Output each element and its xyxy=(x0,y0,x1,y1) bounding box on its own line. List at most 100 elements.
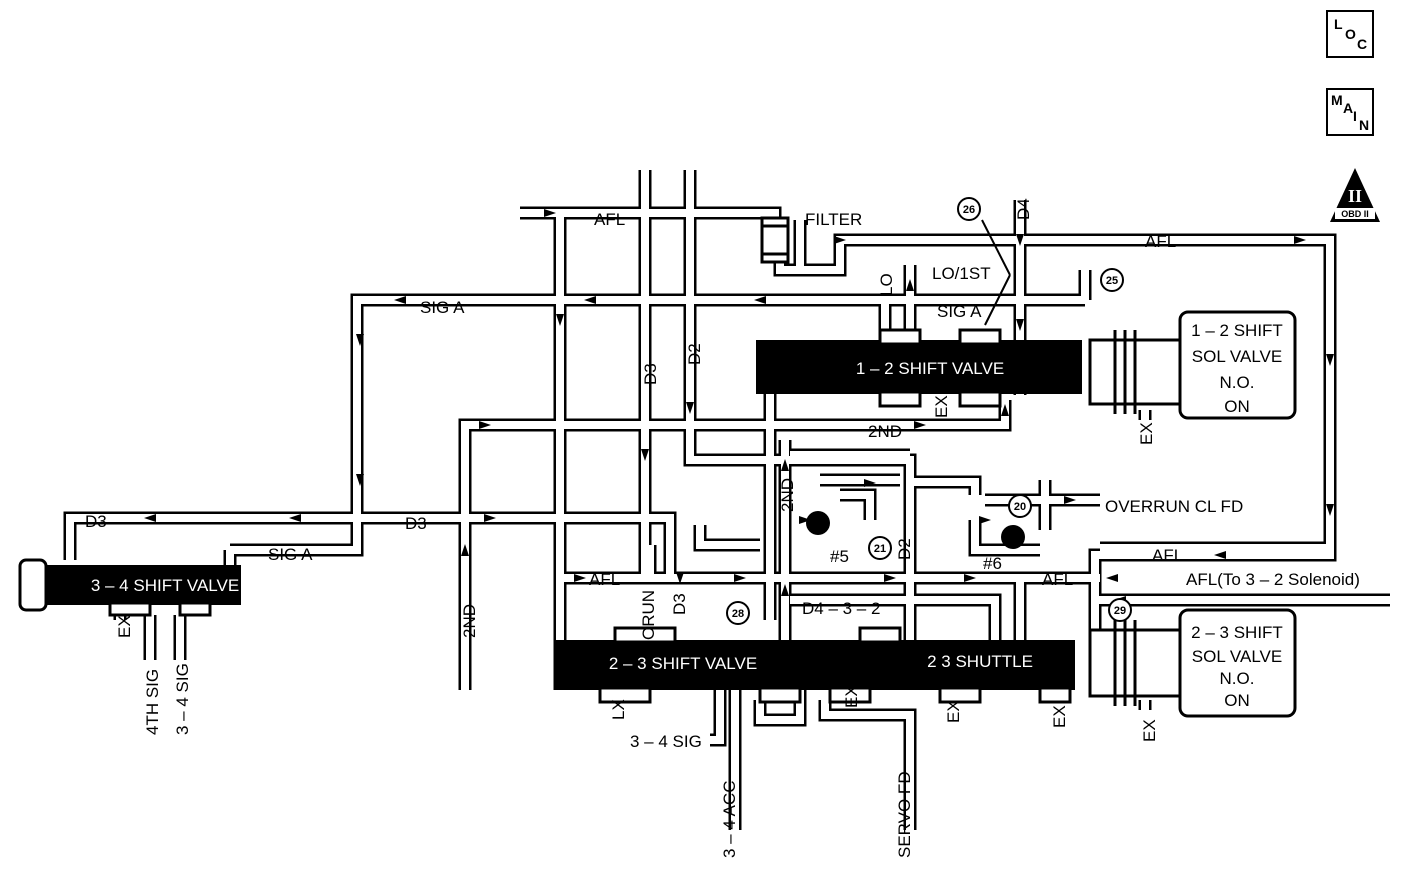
callouts: 26 25 20 21 28 29 xyxy=(726,197,1132,625)
flow-arrow-icon xyxy=(781,459,789,471)
sol-2-3-line4: ON xyxy=(1224,691,1250,710)
label-ex-34: EX xyxy=(115,615,134,638)
label-sig-a-mid: SIG A xyxy=(937,302,982,321)
label-2nd-vert: 2ND xyxy=(778,478,797,512)
loc-letter: L xyxy=(1334,16,1343,32)
label-ex-12: EX xyxy=(932,395,951,418)
label-ex-sol23: EX xyxy=(1140,719,1159,742)
label-lo-1st: LO/1ST xyxy=(932,264,991,283)
callout-29: 29 xyxy=(1114,605,1126,617)
flow-arrow-icon xyxy=(1294,236,1306,244)
label-afl-right: AFL xyxy=(1145,232,1176,251)
sol-1-2-line4: ON xyxy=(1224,397,1250,416)
obd-numeral: II xyxy=(1348,186,1362,206)
label-2nd-mid: 2ND xyxy=(868,422,902,441)
valve-3-4-shift: 3 – 4 SHIFT VALVE xyxy=(18,558,241,617)
callout-21: 21 xyxy=(874,543,886,555)
valve-label-1-2: 1 – 2 SHIFT VALVE xyxy=(856,359,1004,378)
passage-interior xyxy=(790,596,999,640)
passage-interior xyxy=(910,478,979,495)
passage-interior xyxy=(971,520,1040,554)
label-d4-3-2: D4 – 3 – 2 xyxy=(802,599,880,618)
label-d3-center: D3 xyxy=(405,514,427,533)
passage-interior xyxy=(756,690,804,724)
label-2nd-left: 2ND xyxy=(460,604,479,638)
flow-arrow-icon xyxy=(1106,574,1118,582)
label-orun: ORUN xyxy=(639,590,658,640)
sol-1-2-line3: N.O. xyxy=(1220,373,1255,392)
label-lx: LX xyxy=(609,699,628,720)
solenoid-2-3: 2 – 3 SHIFT SOL VALVE N.O. ON xyxy=(1088,608,1297,718)
label-d4: D4 xyxy=(1014,198,1033,220)
passage-interior xyxy=(686,170,914,640)
fluid-passages xyxy=(63,170,1390,830)
flow-arrow-icon xyxy=(884,574,896,582)
label-3-4-acc: 3 – 4 ACC xyxy=(720,781,739,859)
passage-interior xyxy=(66,514,674,580)
flow-arrow-icon xyxy=(356,474,364,486)
check-ball-5 xyxy=(806,511,830,535)
main-letter: A xyxy=(1343,100,1354,116)
label-ex-23c: EX xyxy=(1050,705,1069,728)
flow-arrow-icon xyxy=(864,479,876,487)
valve-1-2-shift: 1 – 2 SHIFT VALVE xyxy=(756,328,1082,408)
flow-arrow-icon xyxy=(676,572,684,584)
loc-letter: O xyxy=(1345,26,1356,42)
main-letter: I xyxy=(1353,108,1357,124)
sol-2-3-line2: SOL VALVE xyxy=(1192,647,1282,666)
flow-arrow-icon xyxy=(484,514,496,522)
passage-interior xyxy=(696,525,760,549)
flow-arrow-icon xyxy=(734,574,746,582)
label-d3-lower: D3 xyxy=(670,593,689,615)
flow-arrow-icon xyxy=(556,314,564,326)
flow-arrow-icon xyxy=(574,574,586,582)
flow-arrows xyxy=(144,209,1334,604)
valve-label-2-3: 2 – 3 SHIFT VALVE xyxy=(609,654,757,673)
callout-28: 28 xyxy=(732,608,744,620)
flow-arrow-icon xyxy=(1016,234,1024,246)
label-overrun-cl-fd: OVERRUN CL FD xyxy=(1105,497,1243,516)
shuttle-label-2-3: 2 3 SHUTTLE xyxy=(927,652,1033,671)
flow-arrow-icon xyxy=(1001,404,1009,416)
flow-arrow-icon xyxy=(754,296,766,304)
sol-2-3-line3: N.O. xyxy=(1220,669,1255,688)
sol-1-2-line1: 1 – 2 SHIFT xyxy=(1191,321,1283,340)
label-afl-top: AFL xyxy=(594,210,625,229)
label-4th-sig: 4TH SIG xyxy=(143,669,162,735)
flow-arrow-icon xyxy=(906,279,914,291)
loc-letter: C xyxy=(1357,36,1368,52)
flow-arrow-icon xyxy=(914,421,926,429)
flow-arrow-icon xyxy=(479,421,491,429)
flow-arrow-icon xyxy=(781,584,789,596)
sol-2-3-line1: 2 – 3 SHIFT xyxy=(1191,623,1283,642)
flow-arrow-icon xyxy=(544,209,556,217)
check-ball-6 xyxy=(1001,525,1025,549)
passage-interior xyxy=(821,700,914,830)
label-afl-sol23: AFL xyxy=(1152,546,1183,565)
label-ex-23b: EX xyxy=(944,700,963,723)
flow-arrow-icon xyxy=(1016,319,1024,331)
label-3-4-sig-vert: 3 – 4 SIG xyxy=(173,663,192,735)
label-sig-a-34: SIG A xyxy=(268,545,313,564)
passage-interior xyxy=(710,690,724,744)
label-d3-vert: D3 xyxy=(641,363,660,385)
main-button[interactable]: M A I N xyxy=(1326,88,1374,136)
label-d2-lower: D2 xyxy=(895,538,914,560)
flow-arrow-icon xyxy=(799,516,811,524)
label-d3-left: D3 xyxy=(85,512,107,531)
flow-arrow-icon xyxy=(394,296,406,304)
passage-interior xyxy=(840,491,874,520)
label-afl-left: AFL xyxy=(589,570,620,589)
flow-arrow-icon xyxy=(1214,551,1226,559)
main-letter: N xyxy=(1359,117,1370,133)
flow-arrow-icon xyxy=(461,544,469,556)
flow-arrow-icon xyxy=(1064,496,1076,504)
flow-arrow-icon xyxy=(964,574,976,582)
obd-ii-badge: II OBD II xyxy=(1330,168,1380,222)
flow-arrow-icon xyxy=(289,514,301,522)
flow-arrow-icon xyxy=(834,236,846,244)
label-ex-23a: EX xyxy=(842,685,861,708)
flow-arrow-icon xyxy=(144,514,156,522)
loc-button[interactable]: L O C xyxy=(1326,10,1374,58)
main-letter: M xyxy=(1331,92,1343,108)
